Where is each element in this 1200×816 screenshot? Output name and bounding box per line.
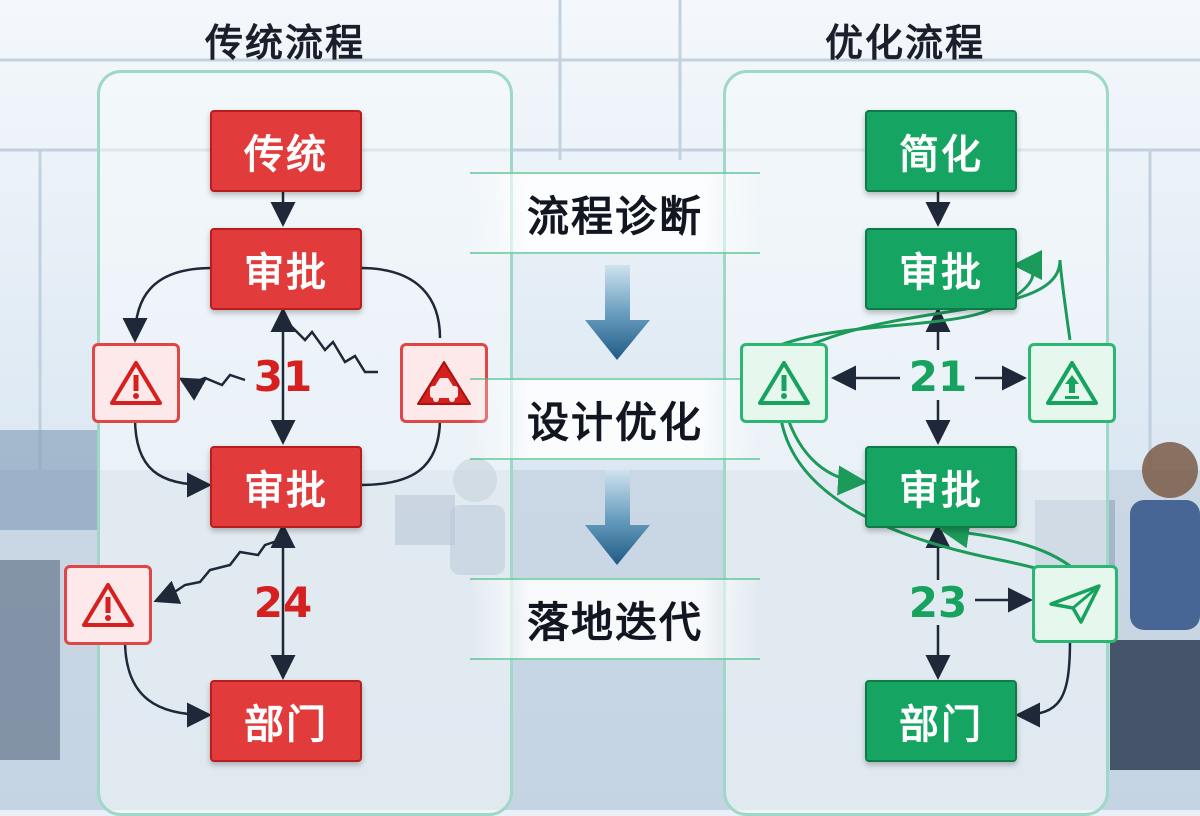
optimized-department-node[interactable]: 部门 <box>865 680 1017 762</box>
stage-design: 设计优化 <box>470 378 760 460</box>
stage-diagnosis: 流程诊断 <box>470 172 760 254</box>
optimized-count-2: 23 <box>908 578 968 627</box>
traditional-count-2: 24 <box>253 578 313 627</box>
optimized-start-node[interactable]: 简化 <box>865 110 1017 192</box>
warning-icon[interactable] <box>740 343 828 423</box>
optimized-approval-node-2[interactable]: 审批 <box>865 446 1017 528</box>
traditional-start-node[interactable]: 传统 <box>210 110 362 192</box>
optimized-approval-node-1[interactable]: 审批 <box>865 228 1017 310</box>
traditional-approval-node-2[interactable]: 审批 <box>210 446 362 528</box>
paper-plane-icon[interactable] <box>1032 565 1118 643</box>
warning-up-icon[interactable] <box>1028 343 1116 423</box>
right-title: 优化流程 <box>825 21 986 65</box>
traditional-department-node[interactable]: 部门 <box>210 680 362 762</box>
optimized-count-1: 21 <box>908 352 968 401</box>
stage-landing: 落地迭代 <box>470 578 760 660</box>
warning-icon[interactable] <box>92 343 180 423</box>
warning-icon[interactable] <box>64 565 152 645</box>
left-title: 传统流程 <box>205 21 366 65</box>
traditional-approval-node-1[interactable]: 审批 <box>210 228 362 310</box>
traditional-count-1: 31 <box>253 352 313 401</box>
